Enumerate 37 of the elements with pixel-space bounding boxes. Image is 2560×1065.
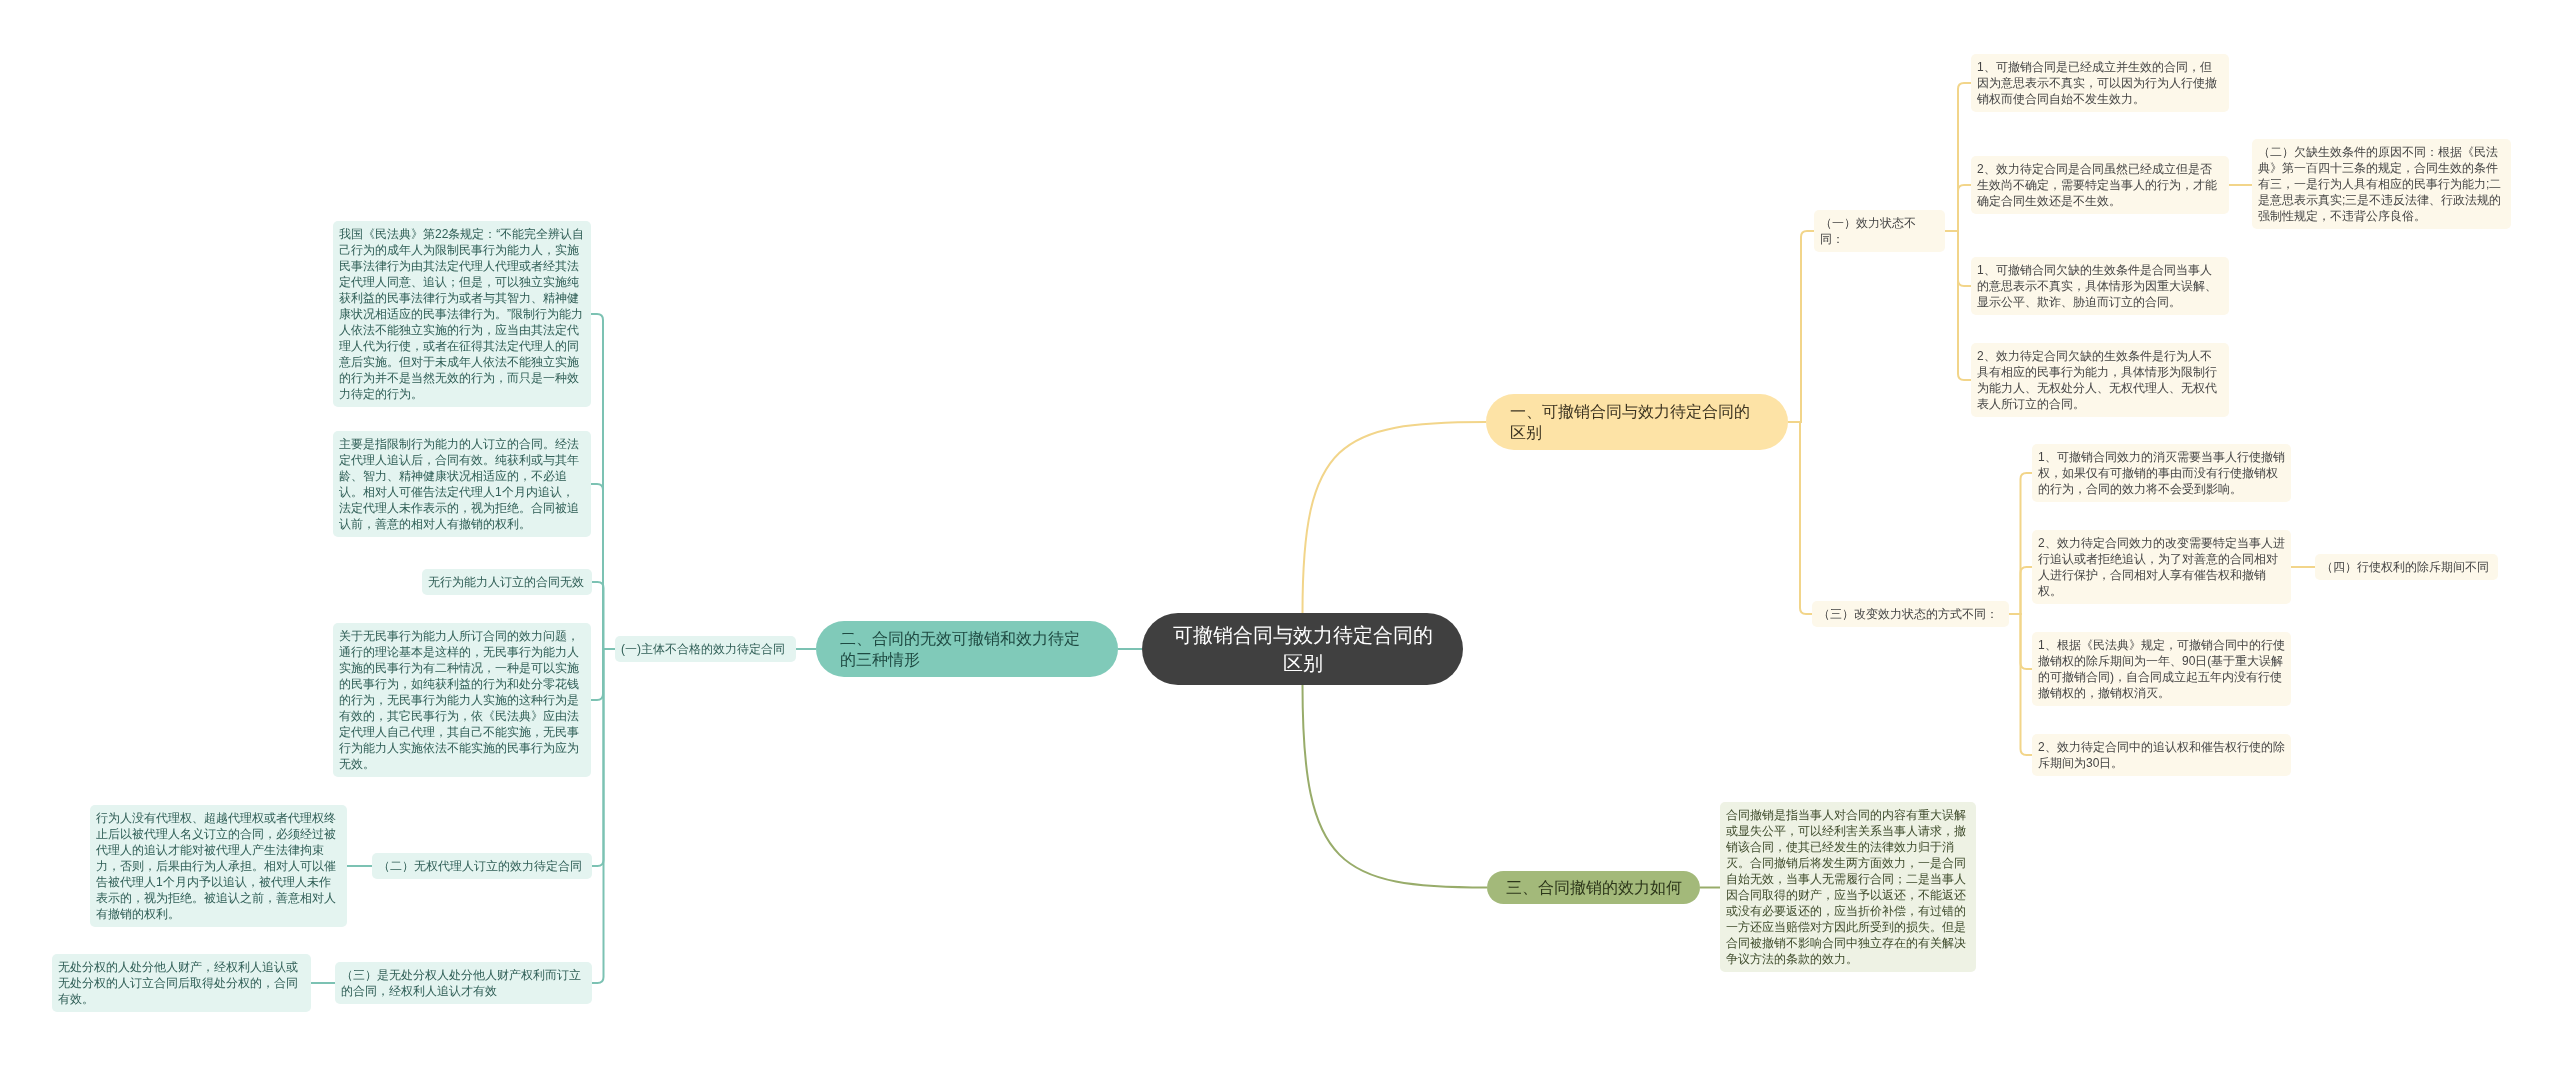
connector-line bbox=[795, 648, 817, 650]
connector-line bbox=[346, 865, 373, 867]
subtopic-box: （三）改变效力状态的方式不同： bbox=[1812, 601, 2009, 627]
note-box: 2、效力待定合同效力的改变需要特定当事人进行追认或者拒绝追认，为了对善意的合同相对人进行保护，合同相对人享有催告权和撤销权。 bbox=[2032, 530, 2291, 604]
subtopic-box: （二）无权代理人订立的效力待定合同 bbox=[372, 853, 592, 879]
connector-line bbox=[2290, 566, 2316, 568]
connector-line bbox=[1301, 684, 1488, 889]
note-box: 2、效力待定合同欠缺的生效条件是行为人不具有相应的民事行为能力，具体情形为限制行为能力人、无权处分人、无权代理人、无权代表人所订立的合同。 bbox=[1971, 343, 2229, 417]
note-box: 行为人没有代理权、超越代理权或者代理权终止后以被代理人名义订立的合同，必须经过被代理人的追认才能对被代理人产生法律拘束力，否则，后果由行为人承担。相对人可以催告被代理人1个月内予以追认，被代理人未作表示的，视为拒绝。被追认之前，善意相对人有撤销的权利。 bbox=[90, 805, 347, 927]
connector-line bbox=[1301, 421, 1487, 614]
connector-line bbox=[1117, 648, 1143, 650]
note-box: 2、效力待定合同是合同虽然已经成立但是否生效尚不确定，需要特定当事人的行为，才能确定合同生效还是不生效。 bbox=[1971, 156, 2229, 214]
subtopic-box: (一)主体不合格的效力待定合同 bbox=[615, 636, 796, 662]
subtopic-box: （三）是无处分权人处分他人财产权利而订立的合同，经权利人追认才有效 bbox=[335, 962, 592, 1004]
subtopic-box: 无行为能力人订立的合同无效 bbox=[422, 569, 592, 595]
branch-topic: 三、合同撤销的效力如何 bbox=[1487, 871, 1700, 904]
branch-topic: 二、合同的无效可撤销和效力待定的三种情形 bbox=[816, 621, 1118, 677]
note-box: 主要是指限制行为能力的人订立的合同。经法定代理人追认后，合同有效。纯获利或与其年龄、智力、精神健康状况相适应的，不必追认。相对人可催告法定代理人1个月内追认，法定代理人未作表示的，视为拒绝。合同被追认前，善意的相对人有撤销的权利。 bbox=[333, 431, 591, 537]
note-box: 我国《民法典》第22条规定：“不能完全辨认自己行为的成年人为限制民事行为能力人，实施民事法律行为由其法定代理人代理或者经其法定代理人同意、追认；但是，可以独立实施纯获利益的民事法律行为或者与其智力、精神健康状况相适应的民事法律行为。”限制行为能力人依法不能独立实施的行为，应当由其法定代理人代为行使，或者在征得其法定代理人的同意后实施。但对于未成年人依法不能独立实施的行为并不是当然无效的行为，而只是一种效力待定的行为。 bbox=[333, 221, 591, 407]
branch-topic: 一、可撤销合同与效力待定合同的区别 bbox=[1486, 394, 1788, 450]
connector-line bbox=[2228, 184, 2253, 186]
note-box: （二）欠缺生效条件的原因不同：根据《民法典》第一百四十三条的规定，合同生效的条件有三，一是行为人具有相应的民事行为能力;二是意思表示真实;三是不违反法律、行政法规的强制性规定，不违背公序良俗。 bbox=[2252, 139, 2511, 229]
note-box: 合同撤销是指当事人对合同的内容有重大误解或显失公平，可以经利害关系当事人请求，撤销该合同，使其已经发生的法律效力归于消灭。合同撤销后将发生两方面效力，一是合同自始无效，当事人无需履行合同；二是当事人因合同取得的财产，应当予以返还，不能返还或没有必要返还的，应当折价补偿，有过错的一方还应当赔偿对方因此所受到的损失。但是合同被撤销不影响合同中独立存在的有关解决争议方法的条款的效力。 bbox=[1720, 802, 1976, 972]
note-box: 1、可撤销合同效力的消灭需要当事人行使撤销权，如果仅有可撤销的事由而没有行使撤销权的行为，合同的效力将不会受到影响。 bbox=[2032, 444, 2291, 502]
subtopic-box: （一）效力状态不同： bbox=[1814, 210, 1945, 252]
note-box: 关于无民事行为能力人所订合同的效力问题，通行的理论基本是这样的，无民事行为能力人实施的民事行为有二种情况，一种是可以实施的民事行为，如纯获利益的行为和处分零花钱的行为，无民事行为能力人实施的这种行为是有效的，其它民事行为，依《民法典》应由法定代理人自己代理，其自己不能实施，无民事行为能力人实施依法不能实施的民事行为应为无效。 bbox=[333, 623, 591, 777]
note-box: 无处分权的人处分他人财产，经权利人追认或无处分权的人订立合同后取得处分权的，合同有效。 bbox=[52, 954, 311, 1012]
note-box: 1、可撤销合同欠缺的生效条件是合同当事人的意思表示不真实，具体情形为因重大误解、显示公平、欺诈、胁迫而订立的合同。 bbox=[1971, 257, 2229, 315]
subtopic-box: （四）行使权利的除斥期间不同 bbox=[2315, 554, 2498, 580]
connector-line bbox=[1699, 886, 1721, 889]
note-box: 2、效力待定合同中的追认权和催告权行使的除斥期间为30日。 bbox=[2032, 734, 2291, 776]
note-box: 1、可撤销合同是已经成立并生效的合同，但因为意思表示不真实，可以因为行为人行使撤销权而使合同自始不发生效力。 bbox=[1971, 54, 2229, 112]
connector-line bbox=[310, 982, 336, 984]
connector-line bbox=[2008, 613, 2033, 756]
note-box: 1、根据《民法典》规定，可撤销合同中的行使撤销权的除斥期间为一年、90日(基于重大误解的可撤销合同)，自合同成立起五年内没有行使撤销权的，撤销权消灭。 bbox=[2032, 632, 2291, 706]
central-topic: 可撤销合同与效力待定合同的区别 bbox=[1142, 613, 1463, 685]
connector-line bbox=[591, 648, 616, 984]
